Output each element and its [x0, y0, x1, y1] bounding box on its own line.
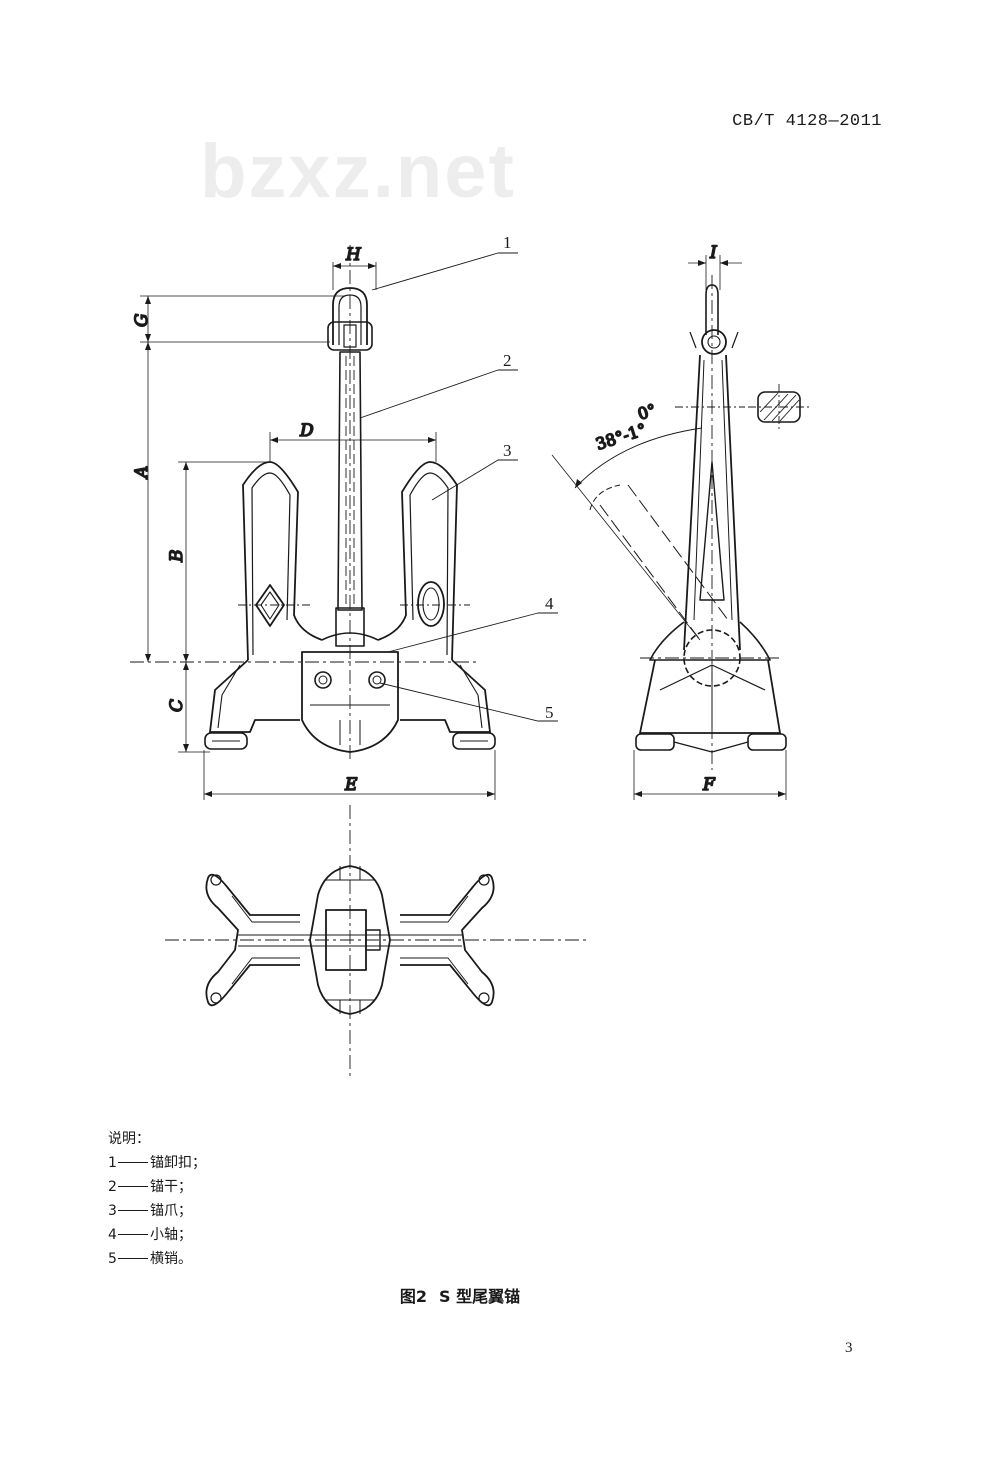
angle-label-bottom: 38°-1°: [593, 420, 648, 454]
legend-item: 3 锚爪；: [108, 1199, 206, 1223]
legend-item: 2 锚干；: [108, 1175, 206, 1199]
legend-number: 3: [108, 1203, 117, 1219]
standard-code: CB/T 4128—2011: [732, 112, 882, 131]
legend-dash: [118, 1162, 148, 1163]
figure-caption: 图2 S 型尾翼锚: [0, 1283, 920, 1307]
callout-2: 2: [503, 351, 512, 370]
page-number: 3: [845, 1340, 853, 1356]
dim-label-b: B: [167, 550, 187, 564]
legend-dash: [118, 1186, 148, 1187]
legend-number: 4: [108, 1227, 117, 1243]
legend-number: 5: [108, 1251, 117, 1267]
legend-dash: [118, 1258, 148, 1259]
legend-number: 1: [108, 1155, 117, 1171]
callout-5: 5: [545, 703, 554, 722]
figure-label: 图2: [399, 1287, 428, 1306]
legend-text: 锚卸扣；: [150, 1155, 206, 1171]
side-view: [551, 255, 810, 800]
front-view: [130, 245, 558, 800]
dim-label-g: G: [132, 313, 152, 327]
legend-text: 锚干；: [150, 1179, 192, 1195]
dim-label-e: E: [344, 775, 358, 795]
callout-1: 1: [503, 233, 512, 252]
watermark: bzxz.net: [200, 129, 516, 214]
top-view: [165, 805, 590, 1080]
dim-label-d: D: [299, 421, 314, 441]
legend-item: 4 小轴；: [108, 1223, 206, 1247]
callout-4: 4: [545, 594, 554, 613]
legend: 说明： 1 锚卸扣； 2 锚干； 3 锚爪； 4 小轴； 5 横销。: [108, 1127, 206, 1271]
legend-dash: [118, 1234, 148, 1235]
dim-label-h: H: [345, 245, 362, 265]
legend-item: 1 锚卸扣；: [108, 1151, 206, 1175]
legend-text: 小轴；: [150, 1227, 192, 1243]
callout-3: 3: [503, 441, 512, 460]
legend-number: 2: [108, 1179, 117, 1195]
legend-text: 锚爪；: [150, 1203, 192, 1219]
legend-dash: [118, 1210, 148, 1211]
dim-label-c: C: [167, 699, 187, 712]
dim-label-a: A: [132, 466, 152, 480]
legend-title: 说明：: [108, 1131, 150, 1147]
dim-label-i: I: [709, 243, 717, 263]
figure-title: S 型尾翼锚: [439, 1287, 521, 1306]
legend-item: 5 横销。: [108, 1247, 206, 1271]
legend-text: 横销。: [150, 1251, 192, 1267]
dim-label-f: F: [702, 775, 716, 795]
